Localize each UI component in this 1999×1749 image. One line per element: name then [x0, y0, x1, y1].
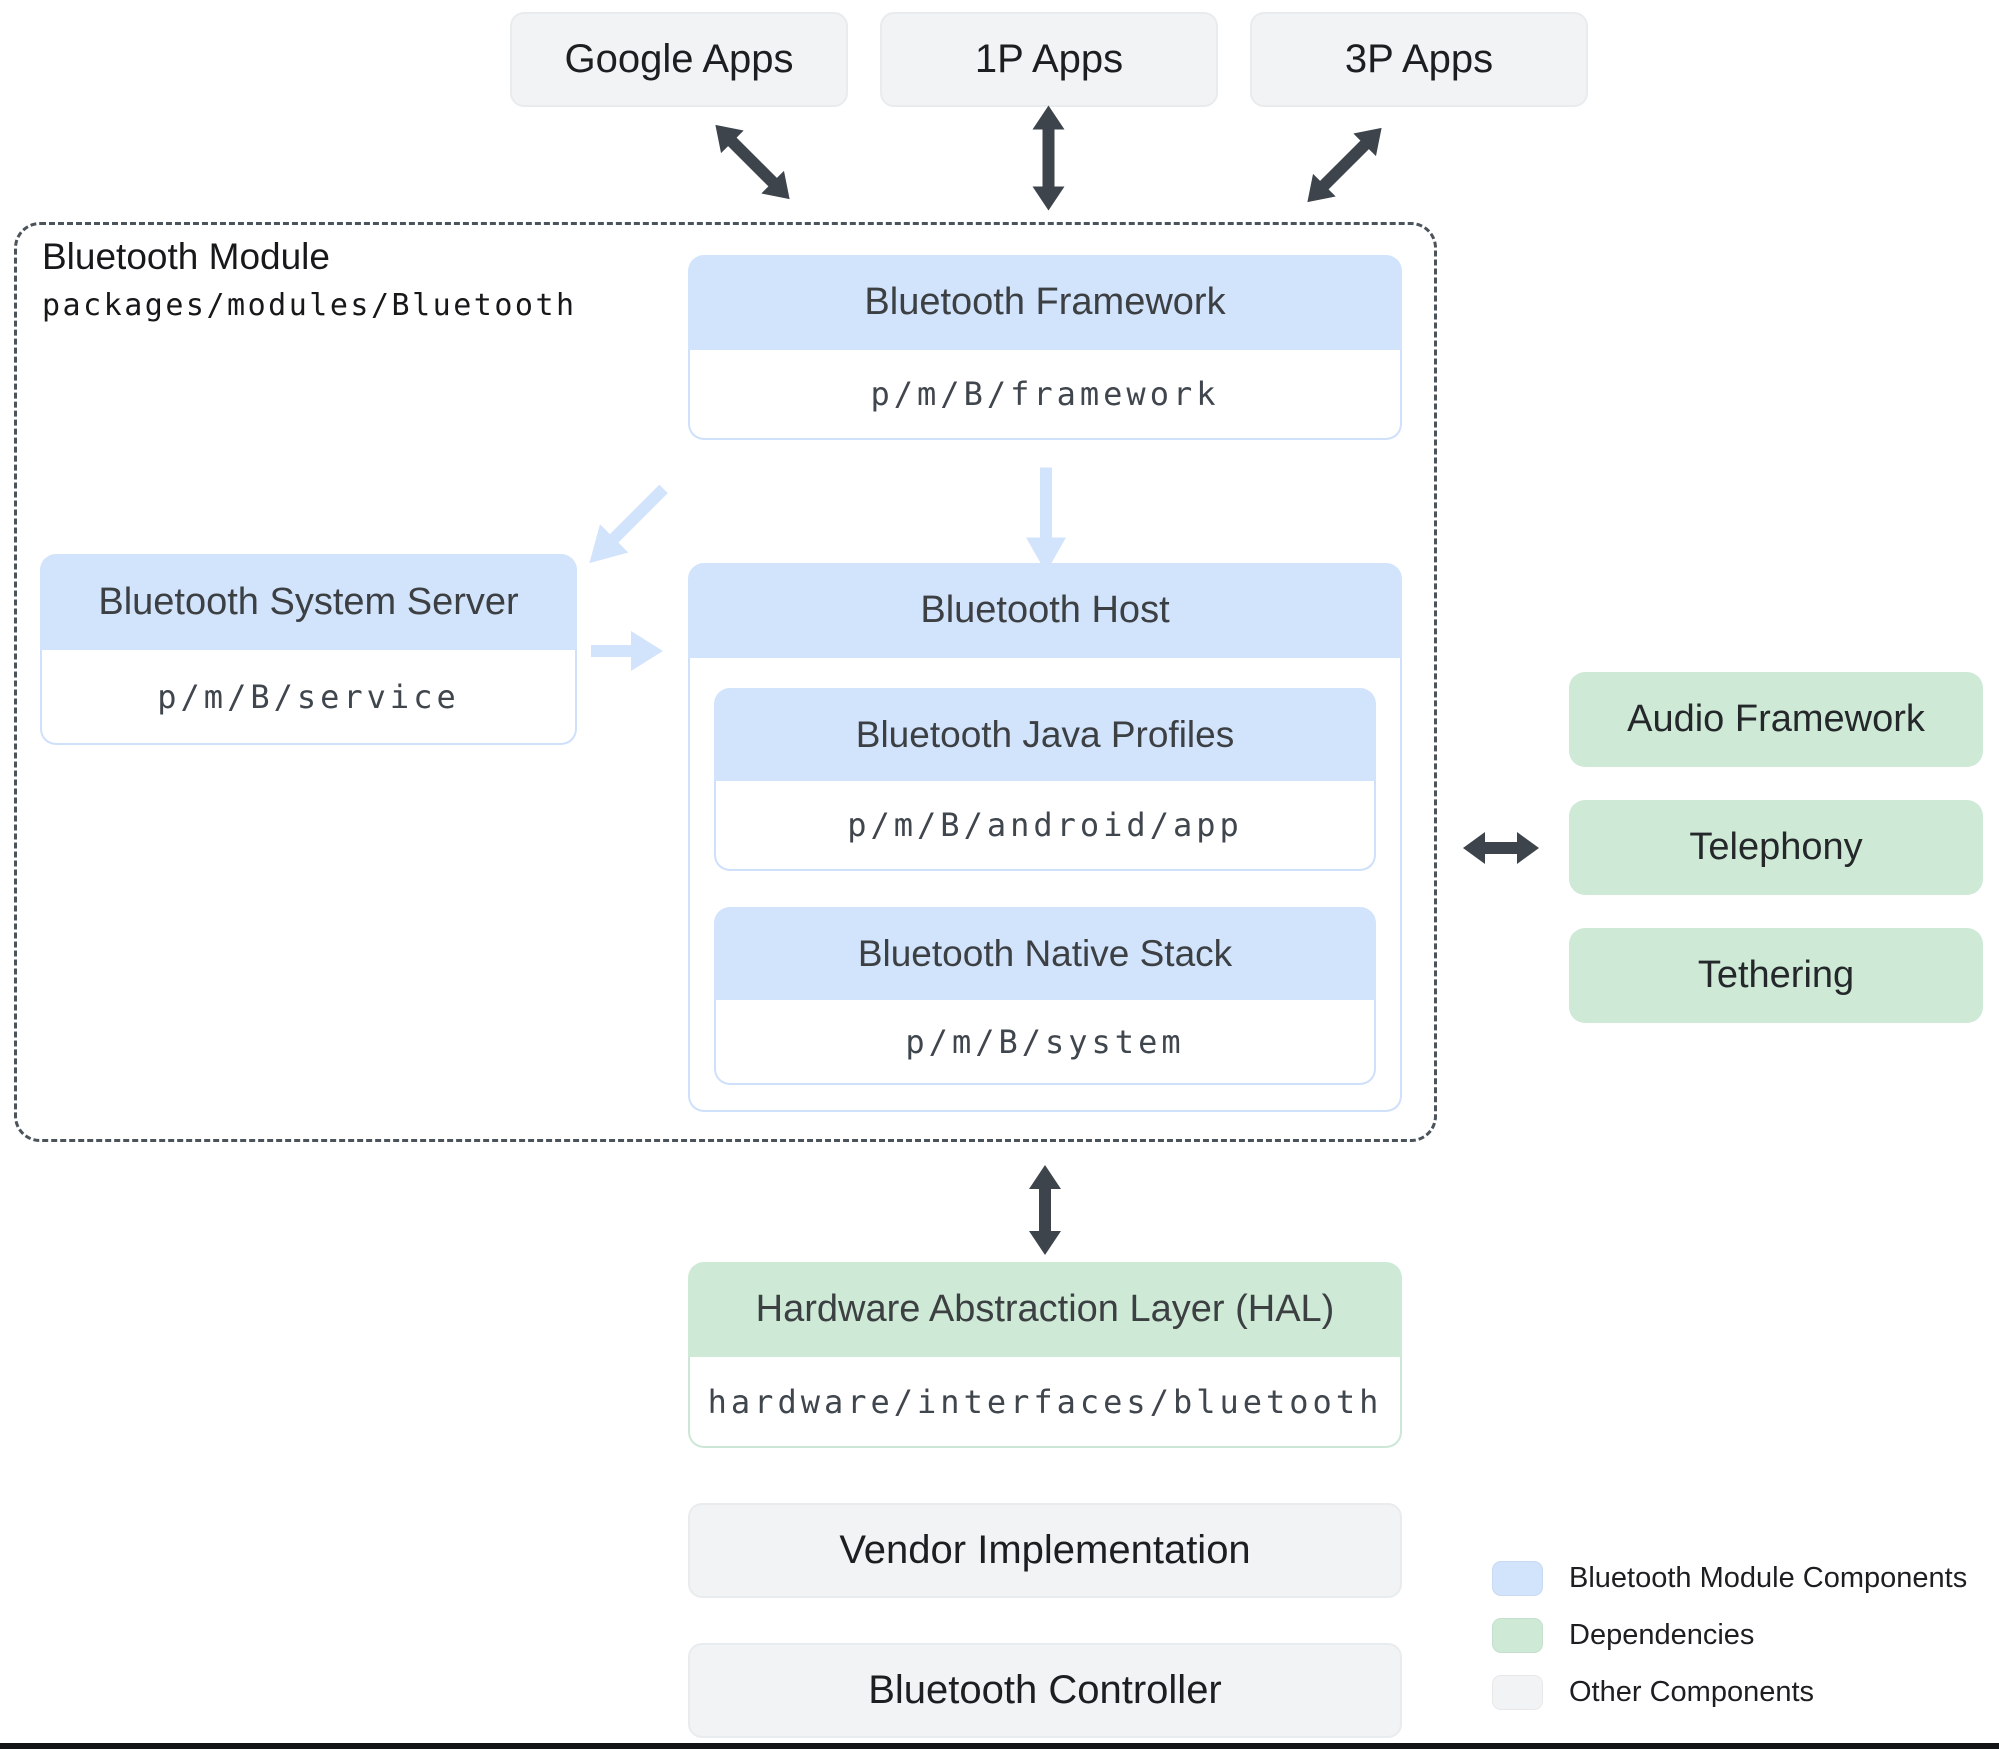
bluetooth-host-title: Bluetooth Host — [920, 589, 1170, 631]
system-server-to-host-arrow-icon — [591, 631, 663, 671]
bluetooth-controller-box: Bluetooth Controller — [688, 1643, 1402, 1738]
third-party-apps-label: 3P Apps — [1344, 37, 1494, 81]
bluetooth-java-profiles-title: Bluetooth Java Profiles — [855, 713, 1235, 755]
bluetooth-native-stack-path-box: p/m/B/system — [714, 1000, 1376, 1085]
legend-swatch-dependencies — [1492, 1618, 1543, 1653]
hal-path-box: hardware/interfaces/bluetooth — [688, 1357, 1402, 1448]
bluetooth-framework-path-box: p/m/B/framework — [688, 350, 1402, 440]
bluetooth-system-server-path-box: p/m/B/service — [40, 650, 577, 745]
bluetooth-native-stack-box: Bluetooth Native Stack p/m/B/system — [714, 907, 1376, 1085]
bluetooth-module-path: packages/modules/Bluetooth — [42, 288, 577, 323]
screenshot-bottom-edge — [0, 1743, 1999, 1749]
bluetooth-module-label: Bluetooth Module packages/modules/Blueto… — [42, 236, 577, 323]
bluetooth-system-server-box: Bluetooth System Server p/m/B/service — [40, 554, 577, 745]
bluetooth-java-profiles-header: Bluetooth Java Profiles — [714, 688, 1376, 781]
third-party-apps-module-arrow-icon — [1307, 127, 1382, 203]
bluetooth-native-stack-path: p/m/B/system — [905, 1022, 1185, 1061]
hal-box: Hardware Abstraction Layer (HAL) hardwar… — [688, 1262, 1402, 1448]
telephony-box: Telephony — [1569, 800, 1983, 895]
bluetooth-native-stack-header: Bluetooth Native Stack — [714, 907, 1376, 1000]
bluetooth-host-box: Bluetooth Host Bluetooth Java Profiles p… — [688, 563, 1402, 1112]
legend-row-other-components: Other Components — [1492, 1675, 1814, 1710]
google-apps-label: Google Apps — [564, 37, 794, 81]
legend-label-other-components: Other Components — [1569, 1676, 1815, 1708]
first-party-apps-label: 1P Apps — [974, 37, 1124, 81]
legend-row-dependencies: Dependencies — [1492, 1618, 1754, 1653]
framework-to-host-arrow-icon — [1026, 467, 1066, 573]
bluetooth-java-profiles-path-box: p/m/B/android/app — [714, 781, 1376, 871]
bluetooth-java-profiles-box: Bluetooth Java Profiles p/m/B/android/ap… — [714, 688, 1376, 871]
bluetooth-module-title: Bluetooth Module — [42, 236, 330, 277]
bluetooth-controller-label: Bluetooth Controller — [868, 1668, 1222, 1712]
audio-framework-box: Audio Framework — [1569, 672, 1983, 767]
legend-row-module-components: Bluetooth Module Components — [1492, 1561, 1967, 1596]
host-subcard-spacer — [714, 871, 1376, 907]
first-party-apps-module-arrow-icon — [1032, 105, 1065, 211]
module-hal-arrow-icon — [1029, 1165, 1061, 1255]
legend-swatch-module-components — [1492, 1561, 1543, 1596]
bluetooth-system-server-title: Bluetooth System Server — [98, 580, 519, 623]
bluetooth-framework-title: Bluetooth Framework — [864, 281, 1226, 323]
bluetooth-host-body: Bluetooth Java Profiles p/m/B/android/ap… — [688, 658, 1402, 1112]
vendor-implementation-box: Vendor Implementation — [688, 1503, 1402, 1598]
vendor-implementation-label: Vendor Implementation — [839, 1528, 1251, 1572]
bluetooth-native-stack-title: Bluetooth Native Stack — [857, 932, 1233, 974]
legend-swatch-other-components — [1492, 1675, 1543, 1710]
hal-path: hardware/interfaces/bluetooth — [707, 1382, 1383, 1421]
bluetooth-java-profiles-path: p/m/B/android/app — [847, 806, 1243, 844]
module-dependencies-arrow-icon — [1463, 832, 1539, 864]
first-party-apps-box: 1P Apps — [880, 12, 1218, 107]
hal-title: Hardware Abstraction Layer (HAL) — [755, 1288, 1335, 1330]
bluetooth-framework-box: Bluetooth Framework p/m/B/framework — [688, 255, 1402, 440]
google-apps-module-arrow-icon — [715, 124, 790, 200]
hal-header: Hardware Abstraction Layer (HAL) — [688, 1262, 1402, 1357]
legend-label-module-components: Bluetooth Module Components — [1569, 1562, 1968, 1594]
bluetooth-framework-path: p/m/B/framework — [870, 375, 1220, 413]
bluetooth-host-header: Bluetooth Host — [688, 563, 1402, 658]
framework-to-system-server-arrow-icon — [589, 484, 668, 564]
bluetooth-system-server-header: Bluetooth System Server — [40, 554, 577, 650]
tethering-box: Tethering — [1569, 928, 1983, 1023]
bluetooth-module-boundary — [14, 222, 1437, 1142]
telephony-label: Telephony — [1689, 826, 1863, 868]
google-apps-box: Google Apps — [510, 12, 848, 107]
legend-label-dependencies: Dependencies — [1569, 1619, 1755, 1651]
bluetooth-framework-header: Bluetooth Framework — [688, 255, 1402, 350]
tethering-label: Tethering — [1697, 954, 1855, 996]
third-party-apps-box: 3P Apps — [1250, 12, 1588, 107]
audio-framework-label: Audio Framework — [1627, 698, 1925, 740]
bluetooth-system-server-path: p/m/B/service — [157, 677, 460, 716]
